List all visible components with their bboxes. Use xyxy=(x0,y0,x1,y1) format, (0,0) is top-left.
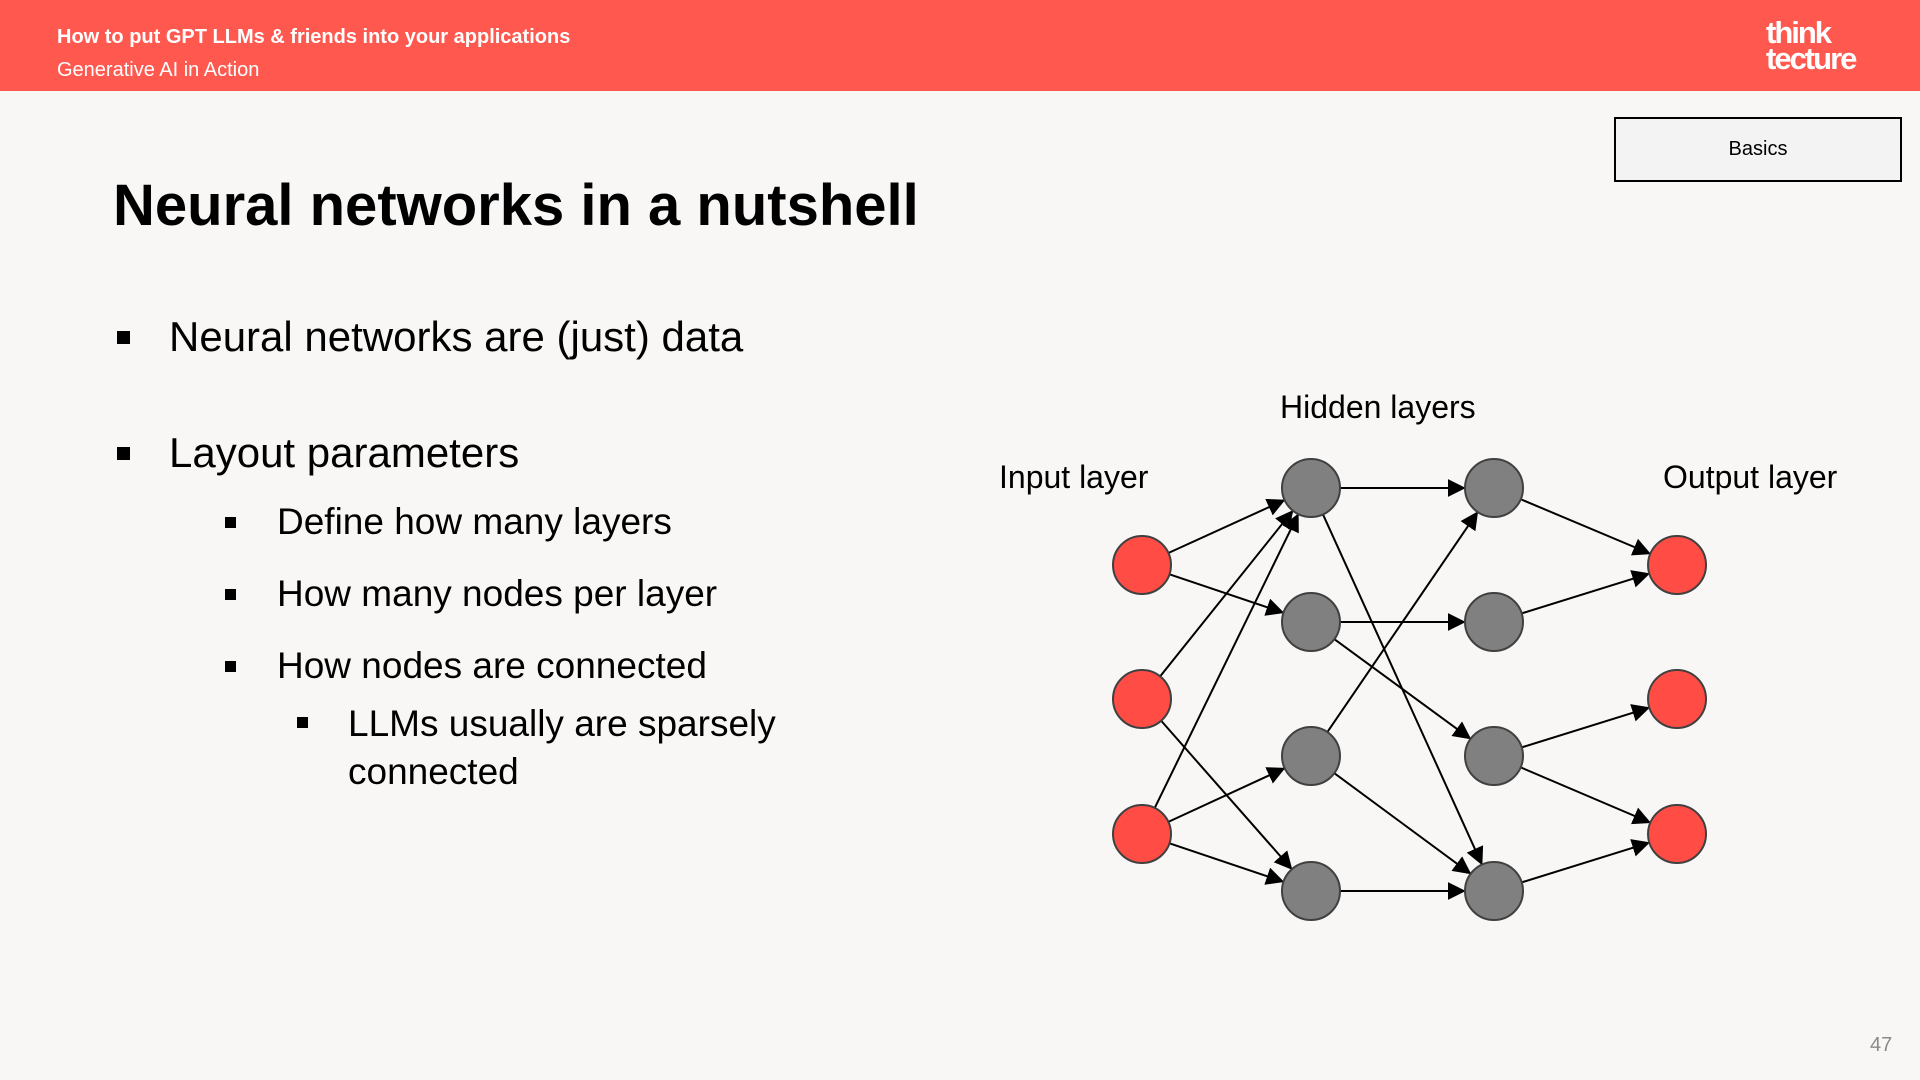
edge-h2b-to-o1 xyxy=(1521,570,1651,615)
hidden1-node-h1d xyxy=(1281,861,1341,921)
hidden1-node-h1c xyxy=(1281,726,1341,786)
sub-sub-bullet-sparse-line-2: connected xyxy=(348,751,519,792)
sub-bullet-marker xyxy=(225,517,236,528)
sub-bullet-nodes: How many nodes per layer xyxy=(277,573,718,614)
input-node-i3 xyxy=(1112,804,1172,864)
section-badge: Basics xyxy=(1614,117,1902,182)
edge-h2a-to-o1 xyxy=(1520,498,1652,556)
edge-h2c-to-o3 xyxy=(1520,766,1652,825)
bullet-marker xyxy=(117,331,130,344)
output-node-o2 xyxy=(1647,669,1707,729)
page-number: 47 xyxy=(1870,1034,1893,1056)
presentation-title: How to put GPT LLMs & friends into your … xyxy=(57,26,571,48)
thinktecture-logo: think tecture xyxy=(1766,15,1857,76)
bullet-layout-parameters: Layout parameters xyxy=(169,429,520,476)
edge-i3-to-h1c xyxy=(1167,767,1286,823)
edge-h2d-to-o3 xyxy=(1521,839,1651,884)
hidden2-node-h2d xyxy=(1464,861,1524,921)
edge-i3-to-h1d xyxy=(1169,842,1285,885)
output-layer-label: Output layer xyxy=(1663,459,1838,495)
sub-bullet-layers: Define how many layers xyxy=(277,501,672,542)
edge-h1c-to-h2d xyxy=(1333,772,1472,875)
edge-i3-to-h1a xyxy=(1153,513,1299,809)
sub-sub-bullet-sparse-line-1: LLMs usually are sparsely xyxy=(348,703,776,744)
input-layer-label: Input layer xyxy=(999,459,1149,495)
slide-title: Neural networks in a nutshell xyxy=(113,173,919,238)
bullet-marker xyxy=(117,447,130,460)
bullet-neural-networks-data: Neural networks are (just) data xyxy=(169,313,744,360)
hidden1-node-h1b xyxy=(1281,592,1341,652)
input-node-i2 xyxy=(1112,669,1172,729)
edge-h2c-to-o2 xyxy=(1521,704,1651,749)
edge-h1c-to-h2a xyxy=(1326,511,1479,733)
edge-i2-to-h1a xyxy=(1159,510,1294,677)
sub-bullet-marker xyxy=(225,589,236,600)
hidden1-node-h1a xyxy=(1281,458,1341,518)
edge-h1b-to-h2c xyxy=(1333,638,1472,740)
output-node-o1 xyxy=(1647,535,1707,595)
sub-bullet-connections: How nodes are connected xyxy=(277,645,707,686)
sub-sub-bullet-marker xyxy=(297,717,308,728)
hidden-layers-label: Hidden layers xyxy=(1280,389,1476,425)
hidden2-node-h2c xyxy=(1464,726,1524,786)
edge-i1-to-h1a xyxy=(1167,498,1286,554)
presentation-subtitle: Generative AI in Action xyxy=(57,59,260,81)
logo-line-1: think xyxy=(1766,15,1832,50)
logo-line-2: tecture xyxy=(1766,41,1857,76)
output-node-o3 xyxy=(1647,804,1707,864)
input-node-i1 xyxy=(1112,535,1172,595)
hidden2-node-h2a xyxy=(1464,458,1524,518)
hidden2-node-h2b xyxy=(1464,592,1524,652)
sub-bullet-marker xyxy=(225,661,236,672)
header-bar: How to put GPT LLMs & friends into your … xyxy=(0,0,1920,91)
